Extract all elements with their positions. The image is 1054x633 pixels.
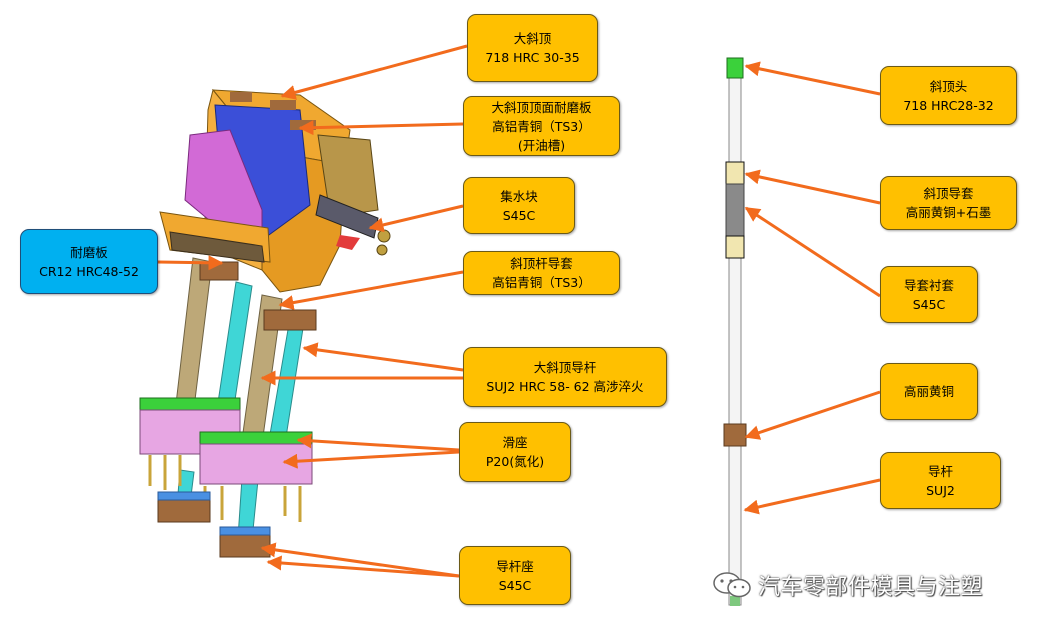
bushing-sleeve (725, 183, 745, 237)
wechat-icon (713, 572, 751, 598)
callout-big-lifter: 大斜顶 718 HRC 30-35 (467, 14, 598, 82)
big-lifter-body (184, 88, 391, 293)
callout-lifter-bushing: 斜顶导套 高丽黄铜+石墨 (880, 176, 1017, 230)
watermark: 汽车零部件模具与注塑 (712, 570, 983, 600)
lifter-head (726, 57, 744, 79)
callout-rod-seat: 导杆座 S45C (459, 546, 571, 605)
callout-arrows (157, 44, 881, 578)
callout-slide-seat: 滑座 P20(氮化) (459, 422, 571, 482)
watermark-text: 汽车零部件模具与注塑 (758, 575, 984, 600)
callout-water-block: 集水块 S45C (463, 177, 575, 234)
slide-seats (139, 397, 313, 522)
callout-brass: 高丽黄铜 (880, 363, 978, 420)
left-lifter-assembly (139, 88, 391, 558)
callout-rod-bushing: 斜顶杆导套 高铝青铜（TS3） (463, 251, 620, 295)
callout-wear-plate-top: 大斜顶顶面耐磨板 高铝青铜（TS3） (开油槽) (463, 96, 620, 156)
water-block (315, 194, 379, 239)
brass-block (723, 423, 747, 447)
rod-seats (157, 491, 271, 558)
rod-bushing-block (263, 309, 317, 331)
callout-bushing-sleeve: 导套衬套 S45C (880, 266, 978, 323)
callout-rod: 导杆 SUJ2 (880, 452, 1001, 509)
callout-guide-rod: 大斜顶导杆 SUJ2 HRC 58- 62 高涉淬火 (463, 347, 667, 407)
right-lifter-rod (723, 57, 747, 606)
callout-lifter-head: 斜顶头 718 HRC28-32 (880, 66, 1017, 125)
callout-wear-plate: 耐磨板 CR12 HRC48-52 (20, 229, 158, 294)
lifter-bushing-top (725, 161, 745, 185)
